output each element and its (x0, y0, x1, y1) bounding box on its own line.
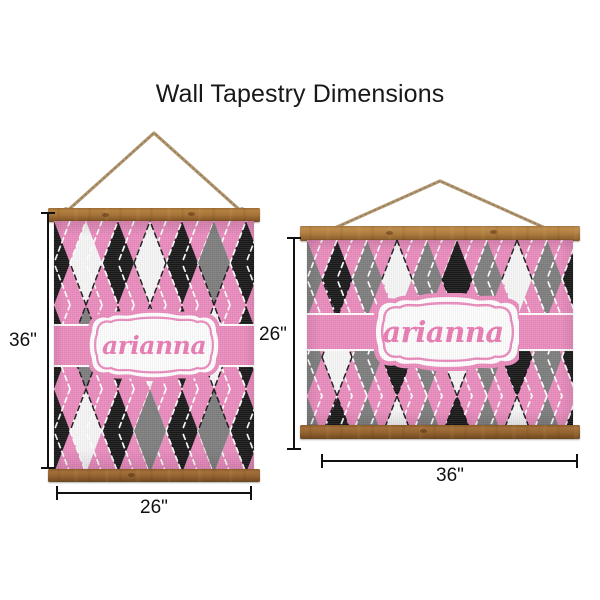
portrait-width-label: 26" (140, 497, 168, 518)
landscape-tapestry-canvas: arianna (307, 240, 573, 426)
bottom-dowel (300, 425, 580, 439)
portrait-tapestry-canvas: arianna (54, 221, 254, 470)
portrait-width-dimension-line (56, 486, 252, 500)
landscape-height-dimension-line (287, 237, 301, 450)
name-plaque: arianna (82, 309, 226, 381)
top-dowel (48, 208, 260, 222)
page-title: Wall Tapestry Dimensions (155, 80, 445, 108)
portrait-height-label: 36" (9, 330, 37, 351)
portrait-tapestry: arianna (48, 126, 260, 482)
name-plaque: arianna (367, 293, 519, 371)
landscape-tapestry: arianna (300, 175, 580, 449)
landscape-width-dimension-line (321, 454, 578, 468)
landscape-width-label: 36" (436, 465, 464, 486)
top-dowel (300, 226, 580, 241)
portrait-height-dimension-line (41, 212, 55, 469)
landscape-height-label: 26" (259, 324, 287, 345)
bottom-dowel (48, 469, 260, 482)
